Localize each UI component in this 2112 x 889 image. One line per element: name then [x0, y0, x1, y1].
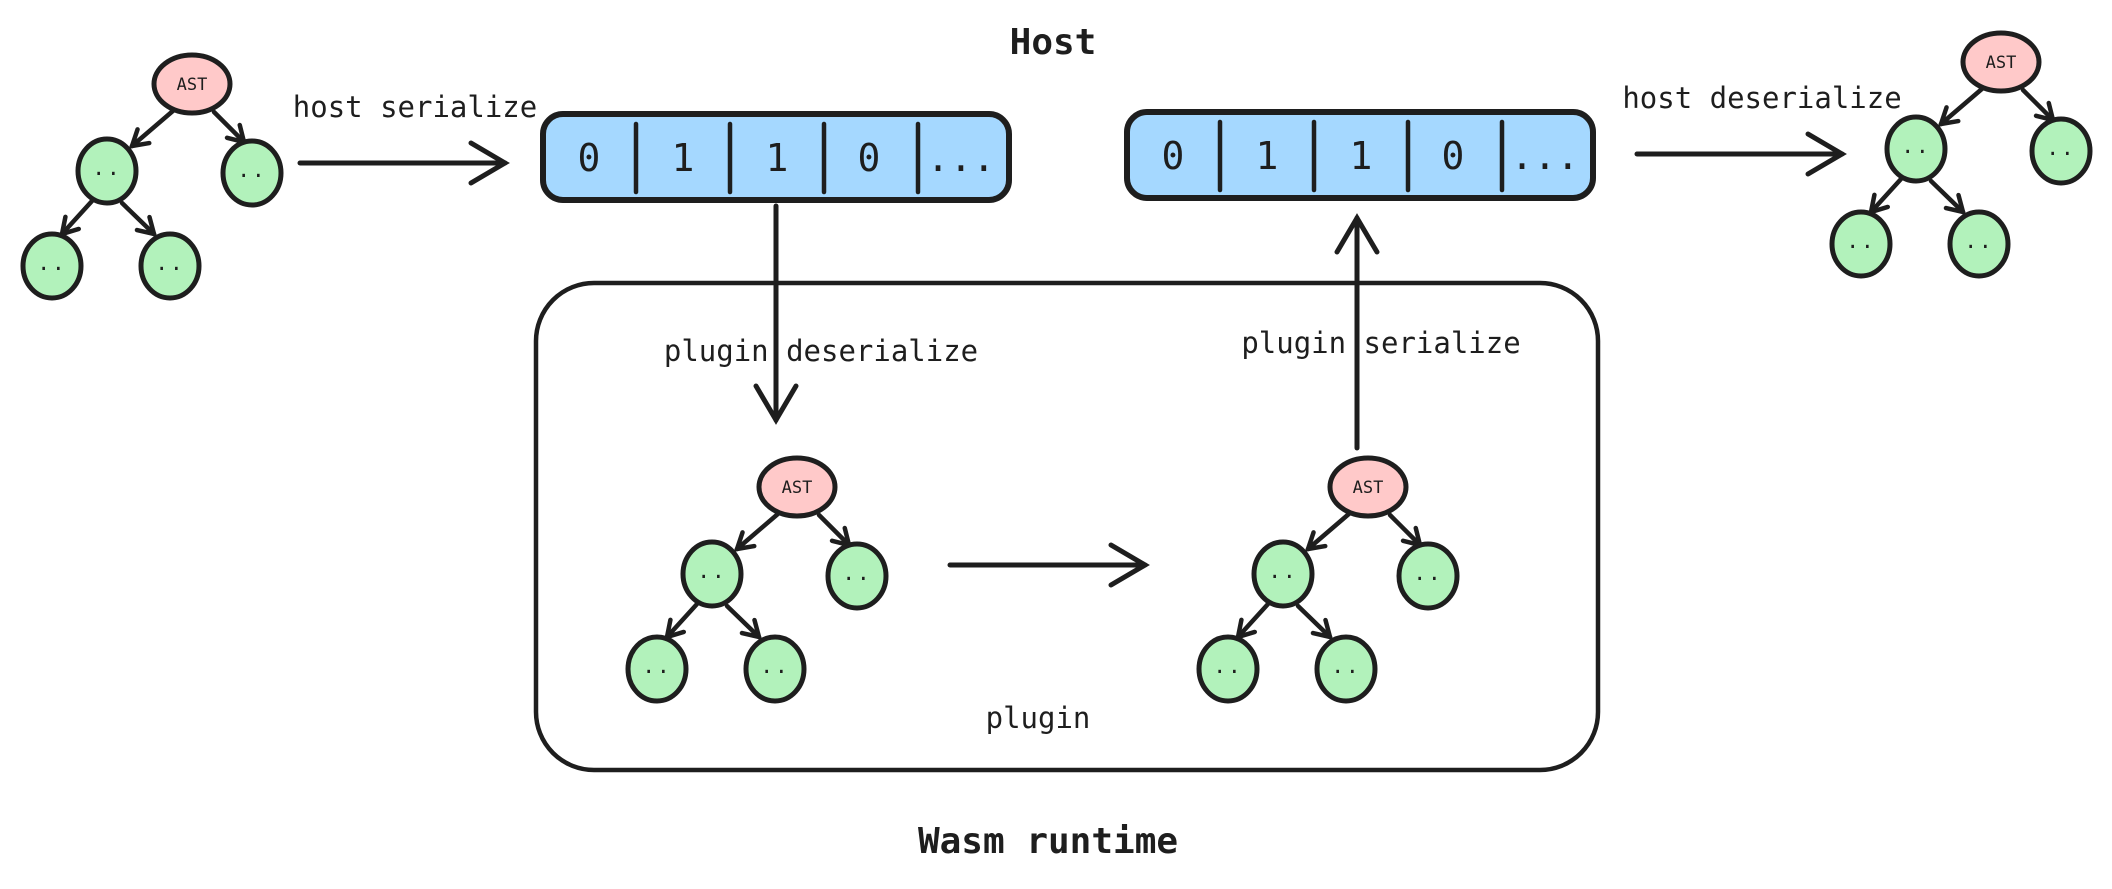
ast-tree-host-output: AST .. .. .. .. — [1829, 30, 2093, 279]
plugin-box-label: plugin — [986, 701, 1091, 735]
ast-child-label: .. — [155, 251, 184, 275]
ast-tree-plugin-deserialized: AST .. .. .. .. — [625, 455, 889, 704]
ast-child-node — [1947, 209, 2011, 279]
plugin-box — [533, 280, 1601, 773]
ast-child-node — [1251, 539, 1315, 609]
ast-child-node — [2029, 116, 2093, 186]
tree-edge — [1937, 85, 1986, 127]
byte-array-cell: 0 — [1162, 134, 1185, 178]
tree-edge — [724, 603, 763, 641]
ast-child-label: .. — [1846, 229, 1875, 253]
ast-child-label: .. — [842, 561, 871, 585]
tree-edge — [1928, 178, 1967, 216]
tree-edge — [2020, 87, 2057, 124]
host-serialize-label: host serialize — [293, 90, 537, 124]
ast-child-node — [75, 136, 139, 206]
ast-child-node — [825, 541, 889, 611]
plugin-deserialize-label: plugin deserialize — [664, 334, 978, 368]
byte-array-cell: 0 — [858, 136, 881, 180]
ast-child-node — [1396, 541, 1460, 611]
ast-child-node — [680, 539, 744, 609]
ast-child-node — [1884, 114, 1948, 184]
ast-tree-host-input: AST .. .. .. .. — [20, 52, 284, 301]
ast-child-node — [20, 231, 84, 301]
byte-array-cell: ... — [927, 136, 996, 180]
ast-child-node — [625, 634, 689, 704]
ast-root-label: AST — [782, 478, 813, 498]
ast-child-node — [138, 231, 202, 301]
ast-child-label: .. — [642, 654, 671, 678]
ast-root-node — [756, 455, 838, 519]
ast-child-label: .. — [697, 559, 726, 583]
tree-edge — [1235, 601, 1271, 641]
ast-child-label: .. — [1213, 654, 1242, 678]
ast-root-label: AST — [1353, 478, 1384, 498]
tree-edge — [119, 200, 158, 238]
ast-child-label: .. — [1901, 134, 1930, 158]
ast-child-label: .. — [1331, 654, 1360, 678]
byte-array-cell: 1 — [766, 136, 789, 180]
byte-array-cell: 1 — [1256, 134, 1279, 178]
wasm-runtime-label: Wasm runtime — [918, 821, 1178, 862]
ast-child-label: .. — [760, 654, 789, 678]
ast-child-node — [1829, 209, 1893, 279]
ast-child-node — [220, 138, 284, 208]
byte-array-cell: 1 — [672, 136, 695, 180]
ast-child-label: .. — [1413, 561, 1442, 585]
tree-edge — [816, 512, 853, 549]
byte-array-plugin-serialized: 0 1 1 0 ... — [1124, 109, 1596, 201]
tree-edge — [733, 510, 782, 552]
ast-child-label: .. — [237, 158, 266, 182]
tree-edge — [1868, 176, 1904, 216]
ast-child-node — [743, 634, 807, 704]
tree-edge — [1295, 603, 1334, 641]
ast-child-node — [1314, 634, 1378, 704]
host-title: Host — [1010, 22, 1097, 63]
tree-edge — [128, 107, 177, 149]
byte-array-cell: 0 — [1442, 134, 1465, 178]
byte-array-box — [1124, 109, 1596, 201]
byte-array-host-serialized: 0 1 1 0 ... — [540, 111, 1012, 203]
tree-edge — [211, 109, 248, 146]
byte-array-cell: 1 — [1350, 134, 1373, 178]
ast-root-node — [1960, 30, 2042, 94]
ast-child-label: .. — [1964, 229, 1993, 253]
ast-root-node — [1327, 455, 1409, 519]
tree-edge — [59, 198, 95, 238]
byte-array-cell: 0 — [578, 136, 601, 180]
tree-edge — [1304, 510, 1353, 552]
tree-edge — [1387, 512, 1424, 549]
ast-tree-plugin-transformed: AST .. .. .. .. — [1196, 455, 1460, 704]
ast-child-label: .. — [92, 156, 121, 180]
ast-root-label: AST — [177, 75, 208, 95]
ast-child-label: .. — [37, 251, 66, 275]
plugin-serialize-label: plugin serialize — [1241, 326, 1520, 360]
tree-edge — [664, 601, 700, 641]
ast-root-node — [151, 52, 233, 116]
ast-child-label: .. — [2046, 136, 2075, 160]
ast-root-label: AST — [1986, 53, 2017, 73]
host-deserialize-label: host deserialize — [1622, 81, 1901, 115]
ast-child-label: .. — [1268, 559, 1297, 583]
byte-array-cell: ... — [1511, 134, 1580, 178]
byte-array-box — [540, 111, 1012, 203]
ast-child-node — [1196, 634, 1260, 704]
